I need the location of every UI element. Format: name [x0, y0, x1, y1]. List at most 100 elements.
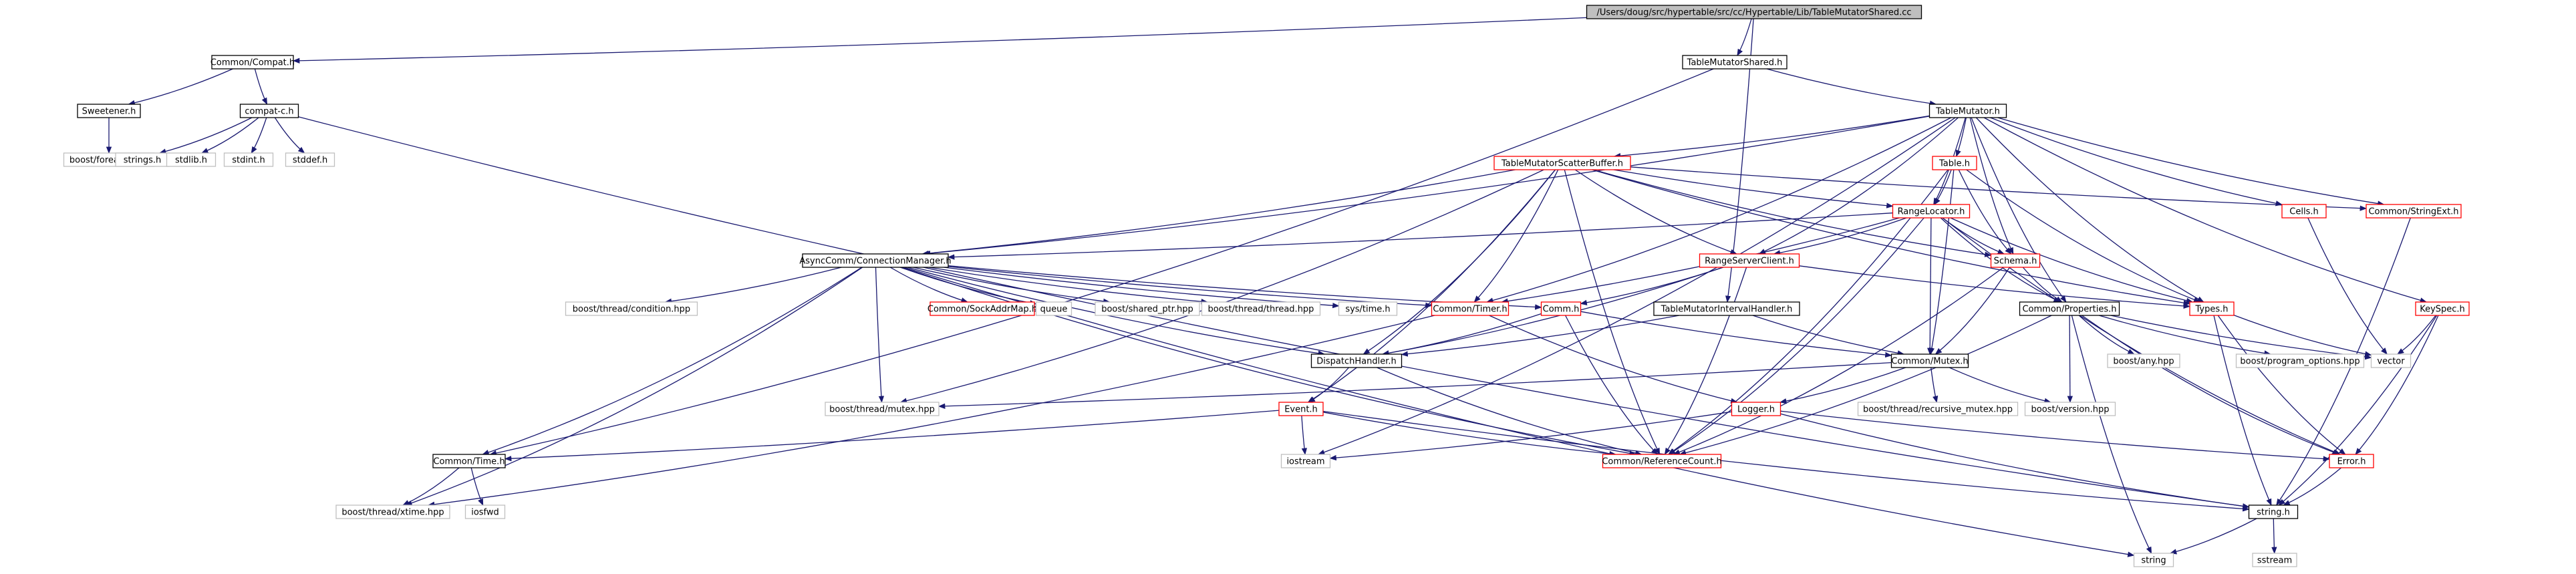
node-label-anyhpp: boost/any.hpp	[2113, 357, 2174, 367]
node-refcount[interactable]: Common/ReferenceCount.h	[1602, 454, 1722, 468]
edge-tm-to-acm	[923, 116, 1930, 257]
node-rsc[interactable]: RangeServerClient.h	[1699, 253, 1800, 268]
node-label-tmih: TableMutatorIntervalHandler.h	[1661, 305, 1793, 315]
node-mutex[interactable]: Common/Mutex.h	[1890, 353, 1969, 368]
node-label-error: Error.h	[2337, 457, 2366, 467]
edge-tmsb-to-acm	[921, 169, 1516, 257]
node-label-logger: Logger.h	[1737, 405, 1775, 415]
node-stringh[interactable]: string.h	[2248, 505, 2299, 519]
node-compat[interactable]: Common/Compat.h	[210, 55, 295, 69]
node-label-props: Common/Properties.h	[2022, 305, 2116, 315]
node-label-event: Event.h	[1284, 405, 1318, 415]
edge-error-to-stringh	[2283, 467, 2342, 506]
node-event[interactable]: Event.h	[1278, 402, 1324, 416]
node-label-mutexhpp: boost/thread/mutex.hpp	[829, 405, 935, 415]
node-box-compatc	[239, 104, 299, 118]
edge-compatc-to-stdint	[251, 117, 267, 154]
edge-cells-to-vector	[2307, 217, 2388, 355]
node-schema[interactable]: Schema.h	[1990, 253, 2041, 268]
node-sweetener[interactable]: Sweetener.h	[77, 104, 141, 118]
node-box-cells	[2281, 204, 2327, 219]
node-xtime: boost/thread/xtime.hpp	[335, 505, 450, 519]
node-label-stddef: stddef.h	[293, 156, 327, 166]
node-keyspec[interactable]: KeySpec.h	[2415, 301, 2470, 316]
edge-props-to-progopt	[2099, 315, 2271, 356]
edge-props-to-error	[2082, 315, 2340, 455]
edge-rsc-to-refcount	[1664, 267, 1747, 455]
node-thread: boost/thread/thread.hpp	[1201, 301, 1321, 316]
node-rangeloc[interactable]: RangeLocator.h	[1892, 204, 1971, 219]
node-error[interactable]: Error.h	[2329, 454, 2374, 468]
node-dispatch[interactable]: DispatchHandler.h	[1310, 353, 1403, 368]
node-box-anyhpp	[2107, 353, 2180, 368]
node-label-versionhpp: boost/version.hpp	[2031, 405, 2110, 415]
edge-tm-to-props	[1971, 117, 2067, 303]
node-timer[interactable]: Common/Timer.h	[1431, 301, 1510, 316]
node-root[interactable]: /Users/doug/src/hypertable/src/cc/Hypert…	[1586, 5, 1922, 19]
node-box-systime	[1338, 301, 1398, 316]
edge-comm-to-dispatch	[1382, 313, 1542, 356]
node-compatc[interactable]: compat-c.h	[239, 104, 299, 118]
node-box-iosfwd	[464, 505, 506, 519]
node-box-sweetener	[77, 104, 141, 118]
node-tm[interactable]: TableMutator.h	[1928, 104, 2007, 118]
node-label-condition: boost/thread/condition.hpp	[573, 305, 690, 315]
node-tmih[interactable]: TableMutatorIntervalHandler.h	[1653, 301, 1800, 316]
node-box-mutexhpp	[825, 402, 940, 416]
node-tms[interactable]: TableMutatorShared.h	[1682, 55, 1787, 69]
node-vector: vector	[2370, 353, 2412, 368]
node-ctime[interactable]: Common/Time.h	[432, 454, 506, 468]
node-box-ctime	[432, 454, 506, 468]
edge-compat-to-compatc	[254, 68, 268, 105]
edge-tms-to-tm	[1766, 68, 1937, 106]
edge-rangeloc-to-types	[1950, 217, 2194, 303]
node-box-types	[2189, 301, 2235, 316]
edge-tmsb-to-strext	[1630, 166, 2368, 211]
node-props[interactable]: Common/Properties.h	[2019, 301, 2120, 316]
node-label-string: string	[2141, 556, 2166, 566]
dependency-edges	[106, 17, 2439, 557]
node-box-event	[1278, 402, 1324, 416]
node-types[interactable]: Types.h	[2189, 301, 2235, 316]
node-box-stringh	[2248, 505, 2299, 519]
edge-dispatch-to-event	[1308, 367, 1349, 403]
node-box-sstream	[2252, 553, 2297, 567]
node-table[interactable]: Table.h	[1932, 156, 1977, 170]
node-progopt: boost/program_options.hpp	[2235, 353, 2365, 368]
edge-tm-to-table	[1955, 117, 1967, 157]
node-box-dispatch	[1310, 353, 1403, 368]
edge-acm-to-timer	[948, 266, 1433, 308]
node-label-progopt: boost/program_options.hpp	[2240, 357, 2359, 367]
node-acm[interactable]: AsyncComm/ConnectionManager.h	[799, 253, 952, 268]
node-label-tm: TableMutator.h	[1935, 107, 2000, 117]
edge-acm-to-xtime	[405, 267, 863, 506]
edge-rangeloc-to-schema	[1942, 217, 2005, 255]
node-cells[interactable]: Cells.h	[2281, 204, 2327, 219]
node-label-dispatch: DispatchHandler.h	[1316, 357, 1396, 367]
node-box-props	[2019, 301, 2120, 316]
node-box-rangeloc	[1892, 204, 1971, 219]
node-box-timer	[1431, 301, 1510, 316]
edge-props-to-anyhpp	[2078, 315, 2135, 355]
node-strext[interactable]: Common/StringExt.h	[2366, 204, 2462, 219]
node-logger[interactable]: Logger.h	[1731, 402, 1781, 416]
node-label-compat: Common/Compat.h	[210, 58, 295, 68]
node-label-stringh: string.h	[2257, 508, 2290, 518]
edge-keyspec-to-error	[2355, 315, 2439, 455]
node-label-schema: Schema.h	[1994, 257, 2037, 267]
node-tmsb[interactable]: TableMutatorScatterBuffer.h	[1493, 156, 1631, 170]
edge-event-to-ctime	[504, 410, 1280, 462]
node-box-recmutex	[1857, 402, 2019, 416]
edge-acm-to-dispatch	[907, 267, 1326, 356]
edge-acm-to-comm	[948, 265, 1542, 310]
edge-root-to-compat	[292, 17, 1587, 63]
edge-tmsb-to-rsc	[1574, 169, 1737, 255]
node-sockaddr[interactable]: Common/SockAddrMap.h	[927, 301, 1037, 316]
edge-schema-to-mutex	[1935, 267, 2011, 355]
node-iosfwd: iosfwd	[464, 505, 506, 519]
edge-types-to-stringh	[2213, 315, 2272, 506]
node-box-queue	[1035, 301, 1072, 316]
node-label-ctime: Common/Time.h	[433, 457, 505, 467]
node-comm[interactable]: Comm.h	[1540, 301, 1582, 316]
